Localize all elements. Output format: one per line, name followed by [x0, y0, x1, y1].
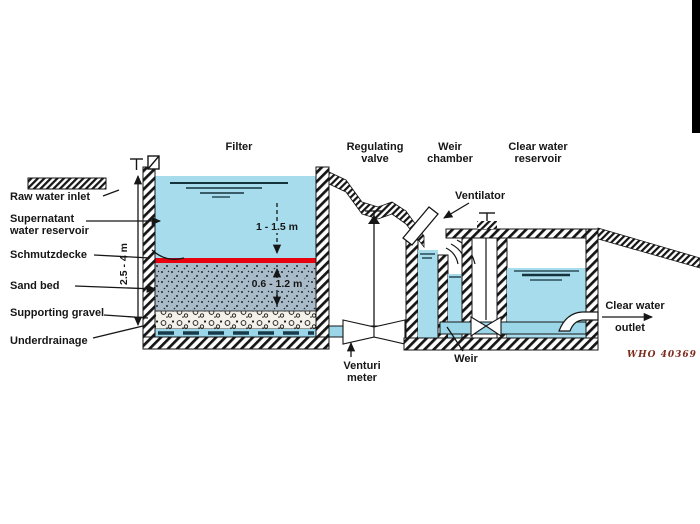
leader-lines: [74, 174, 654, 357]
ventilator-label: Ventilator: [455, 190, 506, 202]
weir-leader: [446, 326, 464, 352]
filter-bottom-slab: [142, 336, 330, 350]
sand-depth-dimension: 0.6 - 1.2 m: [249, 278, 305, 290]
outlet-elbow-pipe: [558, 311, 599, 332]
schmutzdecke-hook: [151, 249, 185, 260]
venturi-meter-label: Venturi meter: [343, 360, 381, 384]
filter-label: Filter: [225, 141, 253, 153]
ventilator-pipe: [402, 206, 439, 246]
raw-water-inlet-label: Raw water inlet: [10, 191, 91, 203]
inlet-valve-symbol: [130, 155, 160, 170]
water-surface-lines: [170, 182, 288, 198]
supernatant-depth-dimension: 1 - 1.5 m: [253, 221, 301, 233]
underdrainage-leader: [92, 325, 144, 339]
filter-depth-dimension: 2.5 - 4 m: [118, 242, 130, 286]
clear-water-outlet-label-line2: outlet: [615, 322, 645, 334]
weir-chamber-left-wall: [405, 239, 419, 339]
roof-valve-symbol: [477, 212, 497, 229]
supporting-gravel-layer: [154, 310, 317, 330]
reservoir-surface-lines: [514, 270, 579, 281]
regulating-valve-label: Regulating valve: [346, 141, 404, 165]
underdrainage-label: Underdrainage: [10, 335, 88, 347]
supporting-gravel-label: Supporting gravel: [10, 307, 105, 319]
weir-label: Weir: [454, 353, 478, 365]
weir-chamber-label: Weir chamber: [427, 141, 473, 165]
sand-bed-label: Sand bed: [10, 280, 60, 292]
sand-bed-arrow: [74, 284, 157, 293]
ground-slope-left: [328, 171, 425, 249]
schmutzdecke-layer: [149, 258, 316, 263]
venturi-meter-symbol: [342, 319, 406, 345]
supporting-gravel-leader: [103, 314, 149, 319]
supernatant-water: [155, 176, 316, 262]
regulating-valve-symbol: [365, 210, 383, 327]
weir-chamber-structure: [402, 206, 599, 339]
clear-water-reservoir-label: Clear water reservoir: [508, 141, 568, 165]
clear-water-reservoir-structure: [403, 228, 599, 351]
raw-water-inlet-pipe-hatch: [27, 177, 107, 190]
weir-inflow-water: [418, 250, 438, 338]
chamber-roof: [445, 228, 599, 239]
bottom-valve-symbol: [470, 316, 502, 338]
schmutzdecke-leader: [93, 254, 151, 259]
ventilator-arrow: [443, 202, 470, 219]
clear-water-outlet-label-line1: Clear water: [605, 300, 665, 312]
supernatant-label: Supernatant water reservoir: [10, 213, 89, 237]
reservoir-right-wall: [585, 228, 599, 339]
who-watermark: WHO 40369: [627, 350, 697, 360]
filter-right-wall: [315, 166, 330, 350]
schmutzdecke-label: Schmutzdecke: [10, 249, 88, 261]
right-bottom-slab: [403, 337, 599, 351]
raw-water-inlet-tick: [102, 189, 120, 197]
weir-water-surface: [420, 253, 435, 259]
ground-slope-right: [597, 227, 700, 269]
filter-tank: [130, 155, 330, 350]
screen-edge-black-bar: [692, 0, 700, 133]
